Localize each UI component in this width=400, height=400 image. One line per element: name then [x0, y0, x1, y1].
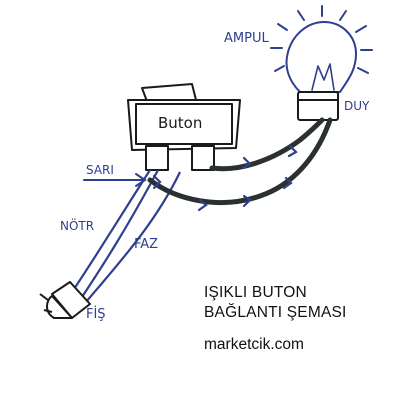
current-arrows [152, 144, 298, 212]
plug-label: FİŞ [86, 306, 106, 322]
phase-wire [85, 171, 181, 303]
socket-label: DUY [344, 99, 370, 113]
site-url: marketcik.com [204, 336, 304, 353]
plug-icon [39, 281, 91, 319]
neutral-wire [71, 169, 151, 293]
sari-arrow-icon [83, 173, 147, 187]
button-box [127, 83, 241, 171]
yellow-wire [209, 117, 325, 172]
neutral-wire-label: NÖTR [60, 217, 94, 233]
caption-line-2: BAĞLANTI ŞEMASI [204, 304, 347, 321]
button-label: Buton [158, 114, 202, 132]
caption-line-1: IŞIKLI BUTON [204, 284, 307, 301]
socket-icon [297, 91, 339, 121]
phase-wire-label: FAZ [134, 237, 158, 252]
bulb-label: AMPUL [224, 31, 269, 46]
return-wire [147, 117, 333, 205]
yellow-wire-label: SARI [86, 163, 114, 177]
bulb-icon [270, 5, 373, 93]
neutral-wire-2 [79, 169, 159, 301]
